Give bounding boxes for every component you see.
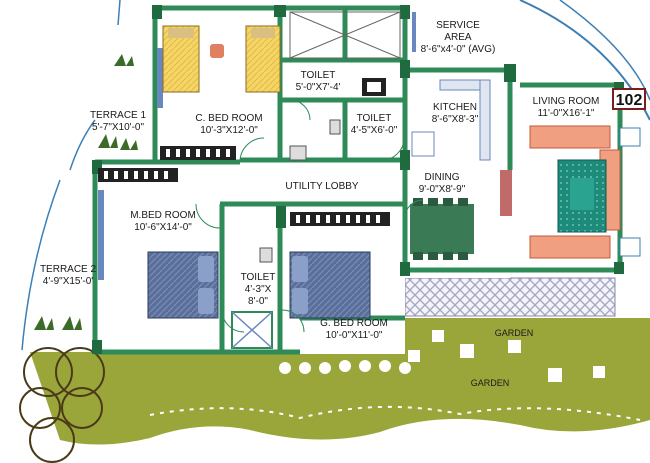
svg-text:TOILET: TOILET [241, 272, 276, 283]
dining-table [410, 198, 474, 260]
living-room-label: LIVING ROOM 11'-0"X16'-1" [533, 96, 600, 119]
svg-text:LIVING ROOM: LIVING ROOM [533, 96, 600, 107]
m-bed-room-label: M.BED ROOM 10'-6"X14'-0" [130, 210, 196, 233]
terrace-2-label: TERRACE 2 4'-9"X15'-0' [40, 264, 97, 287]
svg-text:8'-0": 8'-0" [248, 296, 268, 307]
svg-text:10'-0"X11'-0": 10'-0"X11'-0" [326, 330, 383, 341]
tree-icons [19, 347, 105, 463]
svg-text:G. BED ROOM: G. BED ROOM [320, 318, 388, 329]
svg-text:SERVICE: SERVICE [436, 20, 480, 31]
svg-text:4'-5"X6'-0": 4'-5"X6'-0" [351, 125, 398, 136]
c-bed-room-label: C. BED ROOM 10'-3"X12'-0" [195, 113, 262, 136]
svg-text:4'-3"X: 4'-3"X [245, 284, 272, 295]
walls [92, 5, 623, 355]
terrace-plants [34, 54, 138, 330]
svg-text:KITCHEN: KITCHEN [433, 102, 477, 113]
terrace-1-label: TERRACE 1 5'-7"X10'-0" [90, 110, 147, 133]
svg-text:4'-9"X15'-0': 4'-9"X15'-0' [43, 276, 94, 287]
svg-text:11'-0"X16'-1": 11'-0"X16'-1" [538, 108, 595, 119]
utility-lobby-label: UTILITY LOBBY [285, 181, 359, 192]
service-area-shaft [289, 11, 401, 59]
svg-text:M.BED ROOM: M.BED ROOM [130, 210, 196, 221]
wall-columns [92, 5, 624, 354]
g-bed [289, 251, 371, 319]
pergola-lattice [404, 277, 616, 317]
svg-text:8'-6"x4'-0" (AVG): 8'-6"x4'-0" (AVG) [421, 44, 496, 55]
svg-text:C. BED ROOM: C. BED ROOM [195, 113, 262, 124]
c-bed-room-furniture [160, 25, 281, 160]
svg-text:TERRACE 2: TERRACE 2 [40, 264, 97, 275]
kitchen-counter [411, 79, 512, 216]
m-bed [147, 251, 219, 319]
garden-area [30, 318, 650, 445]
toilet-1-label: TOILET 5'-0"X7'-4' [296, 70, 341, 93]
svg-text:10'-6"X14'-0": 10'-6"X14'-0" [134, 222, 192, 233]
svg-text:AREA: AREA [444, 32, 472, 43]
toilet-2-label: TOILET 4'-5"X6'-0" [351, 113, 398, 136]
glazing [98, 12, 416, 280]
service-area-label: SERVICE AREA 8'-6"x4'-0" (AVG) [421, 20, 496, 55]
svg-text:8'-6"X8'-3": 8'-6"X8'-3" [432, 114, 479, 125]
living-room-furniture [529, 125, 641, 259]
svg-text:TOILET: TOILET [301, 70, 336, 81]
svg-text:DINING: DINING [425, 172, 460, 183]
svg-text:TERRACE 1: TERRACE 1 [90, 110, 147, 121]
svg-text:TOILET: TOILET [357, 113, 392, 124]
unit-number-badge: 102 [612, 88, 646, 110]
toilet-fixtures [231, 78, 386, 349]
garden-label-lower: GARDEN [471, 378, 510, 388]
g-bed-room-label: G. BED ROOM 10'-0"X11'-0" [320, 318, 388, 341]
svg-text:5'-0"X7'-4': 5'-0"X7'-4' [296, 82, 341, 93]
kitchen-label: KITCHEN 8'-6"X8'-3" [432, 102, 479, 125]
svg-text:10'-3"X12'-0": 10'-3"X12'-0" [200, 125, 258, 136]
toilet-3-label: TOILET 4'-3"X 8'-0" [241, 272, 276, 307]
door-swings [195, 99, 424, 333]
svg-text:9'-0"X8'-9": 9'-0"X8'-9" [419, 184, 466, 195]
svg-text:5'-7"X10'-0": 5'-7"X10'-0" [92, 122, 145, 133]
garden-label-upper: GARDEN [495, 328, 534, 338]
dining-label: DINING 9'-0"X8'-9" [419, 172, 466, 195]
